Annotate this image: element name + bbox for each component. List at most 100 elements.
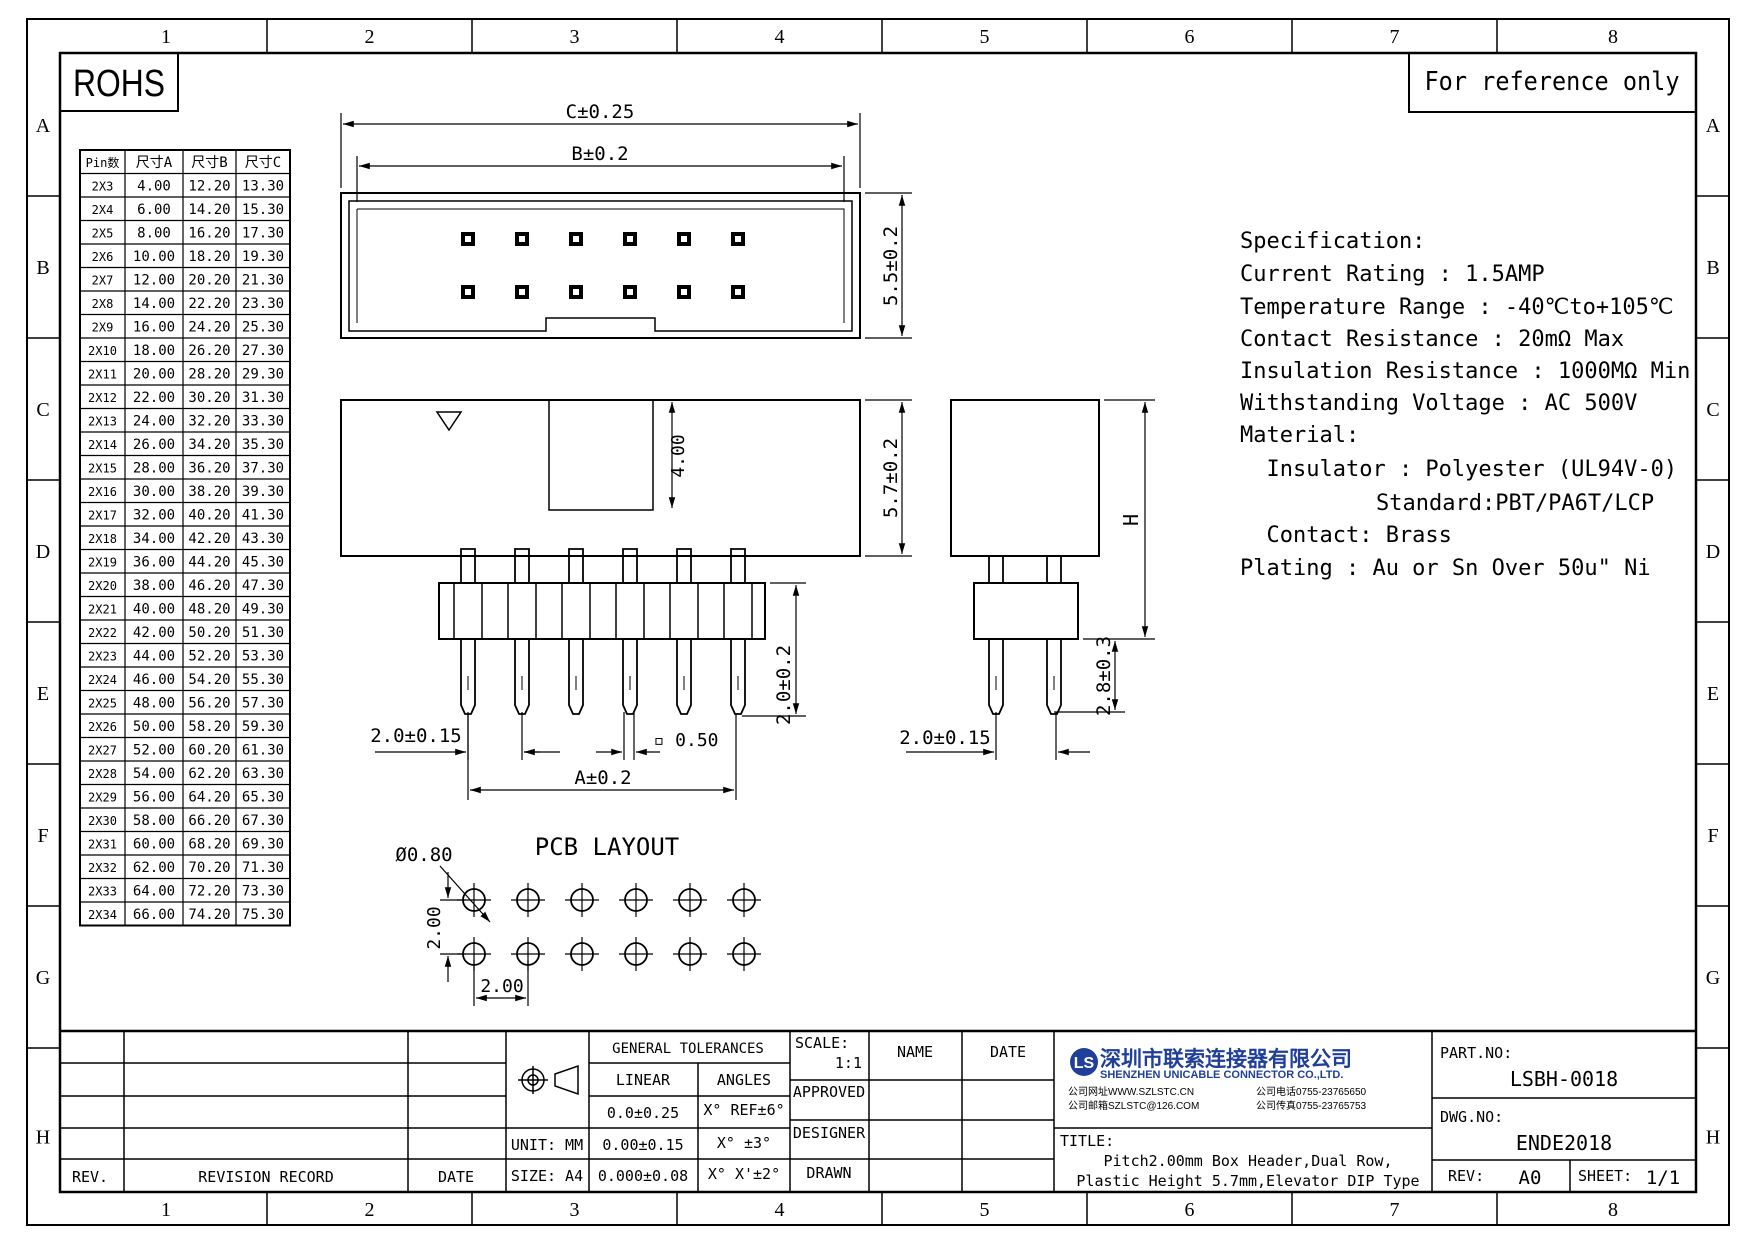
pin-top xyxy=(460,548,476,556)
pin-center xyxy=(735,289,741,295)
tb-linear: LINEAR xyxy=(616,1071,671,1089)
tb-unit: UNIT: MM xyxy=(511,1136,583,1154)
title-block-grid xyxy=(60,1029,1696,1192)
size-table-cell: 17.30 xyxy=(242,226,284,242)
tb-angle-1: X° REF±6° xyxy=(703,1101,784,1119)
row-right-e: E xyxy=(1707,683,1719,705)
size-table-cell: 65.30 xyxy=(242,790,284,806)
size-table-cell: 50.20 xyxy=(188,625,230,641)
pin-center xyxy=(519,289,525,295)
col-top-4: 4 xyxy=(775,26,785,48)
pin-top xyxy=(622,548,638,556)
tb-rev-header: REV. xyxy=(72,1168,108,1186)
size-table-cell: 2X15 xyxy=(88,462,117,476)
size-table-cell: 16.00 xyxy=(133,320,175,336)
size-table-cell: 34.00 xyxy=(133,531,175,547)
size-table-cell: 36.20 xyxy=(188,461,230,477)
rohs-box xyxy=(59,52,179,112)
tb-part-no: LSBH-0018 xyxy=(1510,1067,1618,1091)
front-view-pins xyxy=(453,548,753,715)
dim-h-label: H xyxy=(1119,514,1143,526)
dim-c-label: C±0.25 xyxy=(566,101,635,123)
size-table-cell: 62.20 xyxy=(188,766,230,782)
size-table-cell: 2X26 xyxy=(88,720,117,734)
size-table-cell: 2X14 xyxy=(88,438,117,452)
size-table-cell: 60.20 xyxy=(188,743,230,759)
size-table-cell: 60.00 xyxy=(133,837,175,853)
tb-sheet-value: 1/1 xyxy=(1646,1167,1680,1189)
spec-title: Specification: xyxy=(1240,229,1425,254)
size-table-cell: 2X11 xyxy=(88,368,117,382)
dim-top-height-label: 5.5±0.2 xyxy=(880,226,902,306)
size-table-cell: 18.20 xyxy=(188,249,230,265)
projection-symbol-icon xyxy=(518,1064,579,1096)
size-table-cell: 2X34 xyxy=(88,908,117,922)
company-phone: 公司电话0755-23765650 xyxy=(1256,1085,1367,1098)
tb-revision-record: REVISION RECORD xyxy=(198,1168,333,1186)
tb-title-line1: Pitch2.00mm Box Header,Dual Row, xyxy=(1104,1152,1393,1170)
top-view xyxy=(340,192,861,339)
size-table-header: 尺寸C xyxy=(245,155,281,171)
dim-pcb-row xyxy=(440,872,466,982)
size-table-cell: 40.00 xyxy=(133,602,175,618)
pin-tail xyxy=(676,639,692,715)
size-table-cell: 62.00 xyxy=(133,860,175,876)
size-table-cell: 26.20 xyxy=(188,343,230,359)
tb-approved: APPROVED xyxy=(793,1083,865,1101)
size-table-cell: 2X32 xyxy=(88,861,117,875)
company-web: 公司网址WWW.SZLSTC.CN xyxy=(1068,1085,1194,1098)
size-table-cell: 25.30 xyxy=(242,320,284,336)
tb-dwg-no-label: DWG.NO: xyxy=(1440,1108,1503,1126)
title-block-text: REV. REVISION RECORD DATE UNIT: MM SIZE:… xyxy=(72,1034,1680,1190)
tb-general-tolerances: GENERAL TOLERANCES xyxy=(612,1041,764,1057)
size-table-cell: 37.30 xyxy=(242,461,284,477)
tb-rev-value: A0 xyxy=(1519,1167,1542,1189)
size-table-cell: 24.00 xyxy=(133,414,175,430)
size-table-cell: 2X23 xyxy=(88,650,117,664)
tb-scale-label: SCALE: xyxy=(795,1034,849,1052)
pin-center xyxy=(735,236,741,242)
dim-tail-label: 2.0±0.2 xyxy=(773,645,795,725)
row-left-b: B xyxy=(36,257,49,279)
size-table-cell: 50.00 xyxy=(133,719,175,735)
specification: Specification: Current Rating : 1.5AMP T… xyxy=(1240,229,1690,581)
row-left-d: D xyxy=(36,541,50,563)
size-table-cell: 52.00 xyxy=(133,743,175,759)
tb-scale-value: 1:1 xyxy=(835,1054,862,1072)
column-labels: 1 2 3 4 5 6 7 8 1 2 3 4 5 6 7 8 xyxy=(161,26,1618,1221)
dim-tail-side-label: 2.8±0.3 xyxy=(1093,636,1115,716)
spec-voltage: Withstanding Voltage : AC 500V xyxy=(1240,391,1637,416)
size-table-cell: 32.20 xyxy=(188,414,230,430)
pin-top xyxy=(568,548,584,556)
tb-drawn: DRAWN xyxy=(806,1164,851,1182)
dim-pitch-front-label: 2.0±0.15 xyxy=(370,725,462,747)
size-table-cell: 34.20 xyxy=(188,437,230,453)
size-table-cell: 28.20 xyxy=(188,367,230,383)
size-table-cell: 58.20 xyxy=(188,719,230,735)
size-table-cell: 2X33 xyxy=(88,885,117,899)
size-table-cell: 63.30 xyxy=(242,766,284,782)
dim-b-label: B±0.2 xyxy=(571,143,628,165)
size-table-cell: 29.30 xyxy=(242,367,284,383)
dim-tail-side xyxy=(1054,641,1125,713)
row-left-c: C xyxy=(36,399,49,421)
size-table-cell: 2X19 xyxy=(88,556,117,570)
row-right-f: F xyxy=(1707,825,1718,847)
pin-tail xyxy=(568,639,584,715)
row-labels: A B C D E F G H A B C D E F G H xyxy=(36,115,1721,1149)
company-fax: 公司传真0755-23765753 xyxy=(1256,1099,1367,1112)
row-right-d: D xyxy=(1706,541,1720,563)
spec-temperature: Temperature Range : -40℃to+105℃ xyxy=(1240,295,1674,320)
size-table-cell: 12.00 xyxy=(133,273,175,289)
size-table-cell: 52.20 xyxy=(188,649,230,665)
company-name-en: SHENZHEN UNICABLE CONNECTOR CO.,LTD. xyxy=(1100,1069,1343,1081)
col-top-3: 3 xyxy=(570,26,580,48)
size-table-cell: 2X13 xyxy=(88,415,117,429)
col-top-6: 6 xyxy=(1185,26,1195,48)
size-table-header: Pin数 xyxy=(86,155,120,170)
dim-side-height xyxy=(865,399,912,557)
row-ticks xyxy=(27,195,1729,1049)
size-table-cell: 66.00 xyxy=(133,907,175,923)
size-table-cell: 31.30 xyxy=(242,390,284,406)
size-table-cell: 2X12 xyxy=(88,391,117,405)
